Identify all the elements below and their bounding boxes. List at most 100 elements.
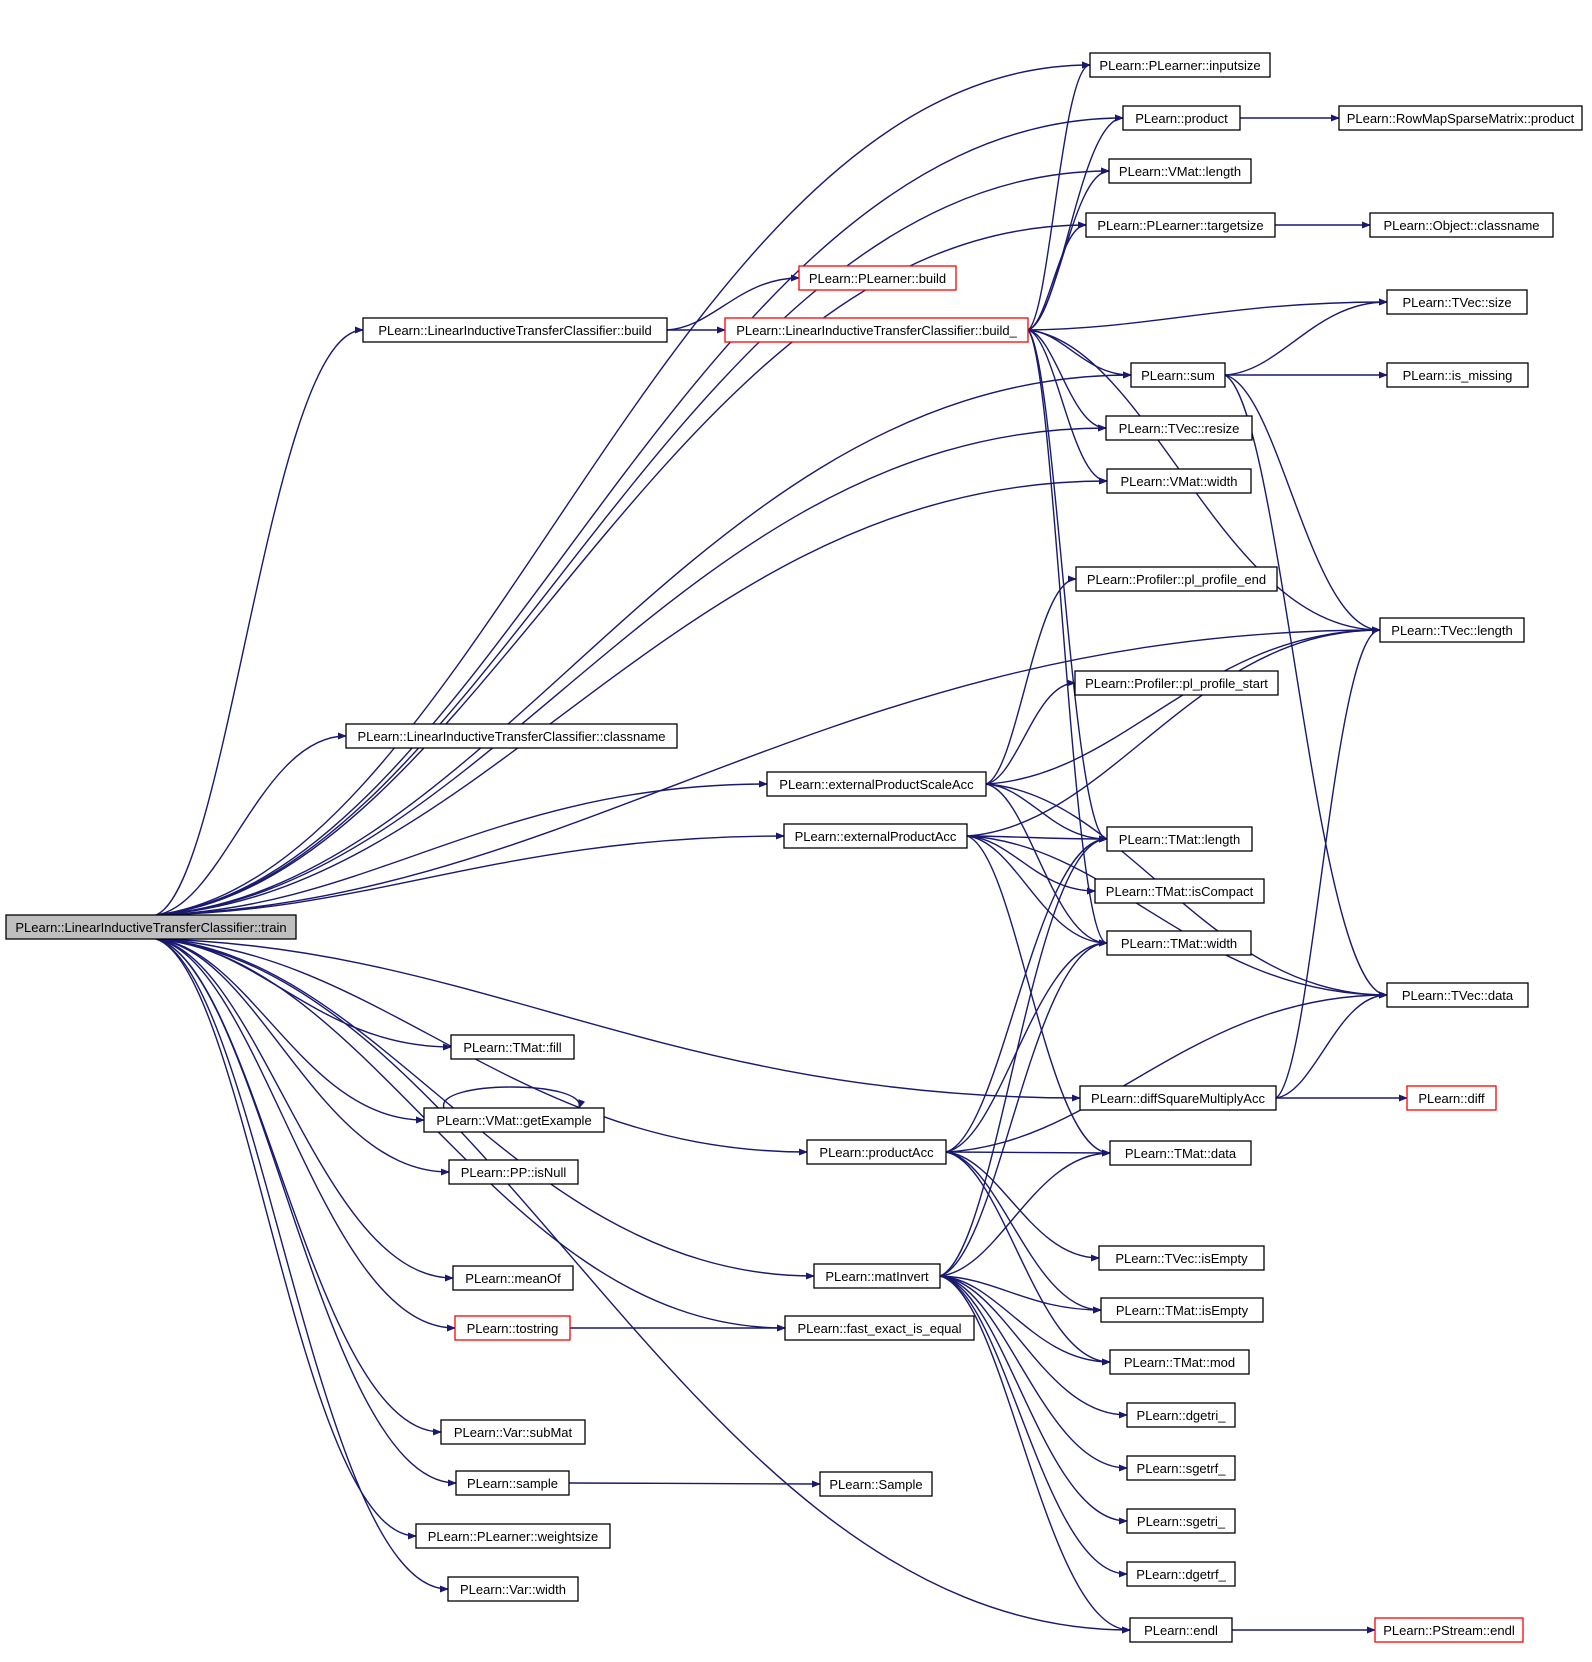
graph-node[interactable]: PLearn::productAcc (806, 1139, 947, 1165)
graph-node[interactable]: PLearn::sum (1130, 362, 1226, 388)
node-box[interactable] (1109, 1140, 1252, 1166)
graph-node[interactable]: PLearn::dgetri_ (1126, 1402, 1236, 1428)
graph-node[interactable]: PLearn::sample (455, 1470, 570, 1496)
node-box[interactable] (1126, 1561, 1236, 1587)
node-box[interactable] (1079, 1085, 1277, 1111)
graph-node[interactable]: PLearn::TMat::mod (1109, 1349, 1250, 1375)
node-box[interactable] (1374, 1617, 1524, 1643)
graph-node[interactable]: PLearn::TVec::size (1386, 289, 1528, 315)
node-box[interactable] (455, 1470, 570, 1496)
graph-node[interactable]: PLearn::TVec::data (1386, 982, 1529, 1008)
graph-node[interactable]: PLearn::Profiler::pl_profile_start (1074, 670, 1279, 696)
graph-node[interactable]: PLearn::LinearInductiveTransferClassifie… (5, 914, 297, 940)
node-box[interactable] (1106, 468, 1252, 494)
node-box[interactable] (1386, 982, 1529, 1008)
node-box[interactable] (448, 1159, 579, 1185)
graph-node[interactable]: PLearn::VMat::getExample (423, 1107, 605, 1133)
graph-node[interactable]: PLearn::RowMapSparseMatrix::product (1338, 105, 1583, 131)
node-box[interactable] (440, 1419, 586, 1445)
graph-node[interactable]: PLearn::is_missing (1386, 362, 1529, 388)
node-box[interactable] (813, 1263, 941, 1289)
graph-node[interactable]: PLearn::PLearner::inputsize (1089, 52, 1271, 78)
graph-node[interactable]: PLearn::diff (1406, 1085, 1497, 1111)
node-box[interactable] (447, 1576, 579, 1602)
node-box[interactable] (819, 1471, 933, 1497)
graph-node[interactable]: PLearn::VMat::length (1108, 158, 1252, 184)
node-box[interactable] (1129, 1617, 1233, 1643)
node-box[interactable] (784, 1315, 975, 1341)
node-box[interactable] (423, 1107, 605, 1133)
node-box[interactable] (1085, 212, 1276, 238)
graph-node[interactable]: PLearn::PStream::endl (1374, 1617, 1524, 1643)
node-box[interactable] (1100, 1297, 1264, 1323)
graph-node[interactable]: PLearn::tostring (454, 1315, 571, 1341)
graph-node[interactable]: PLearn::product (1122, 105, 1241, 131)
node-box[interactable] (1109, 1349, 1250, 1375)
node-box[interactable] (1108, 158, 1252, 184)
node-box[interactable] (1105, 415, 1253, 441)
graph-node[interactable]: PLearn::PLearner::weightsize (415, 1523, 611, 1549)
graph-node[interactable]: PLearn::TMat::length (1106, 826, 1253, 852)
graph-node[interactable]: PLearn::TMat::width (1106, 930, 1252, 956)
graph-node[interactable]: PLearn::externalProductScaleAcc (766, 771, 987, 797)
node-box[interactable] (724, 317, 1029, 343)
graph-node[interactable]: PLearn::VMat::width (1106, 468, 1252, 494)
graph-node[interactable]: PLearn::Var::subMat (440, 1419, 586, 1445)
graph-node[interactable]: PLearn::endl (1129, 1617, 1233, 1643)
node-box[interactable] (1406, 1085, 1497, 1111)
graph-node[interactable]: PLearn::meanOf (452, 1265, 574, 1291)
graph-node[interactable]: PLearn::Profiler::pl_profile_end (1075, 566, 1278, 592)
node-box[interactable] (450, 1034, 575, 1060)
node-box[interactable] (783, 823, 968, 849)
node-box[interactable] (1386, 362, 1529, 388)
node-box[interactable] (1369, 212, 1554, 238)
node-box[interactable] (452, 1265, 574, 1291)
node-box[interactable] (1098, 1245, 1265, 1271)
graph-node[interactable]: PLearn::Object::classname (1369, 212, 1554, 238)
graph-node[interactable]: PLearn::LinearInductiveTransferClassifie… (345, 723, 678, 749)
node-box[interactable] (1106, 930, 1252, 956)
graph-node[interactable]: PLearn::sgetri_ (1126, 1508, 1236, 1534)
graph-node[interactable]: PLearn::dgetrf_ (1126, 1561, 1236, 1587)
graph-node[interactable]: PLearn::TVec::resize (1105, 415, 1253, 441)
node-box[interactable] (1122, 105, 1241, 131)
node-box[interactable] (1089, 52, 1271, 78)
graph-node[interactable]: PLearn::sgetrf_ (1126, 1455, 1236, 1481)
graph-node[interactable]: PLearn::LinearInductiveTransferClassifie… (362, 317, 668, 343)
node-box[interactable] (362, 317, 668, 343)
graph-node[interactable]: PLearn::TMat::isCompact (1094, 878, 1265, 904)
node-box[interactable] (454, 1315, 571, 1341)
graph-node[interactable]: PLearn::Sample (819, 1471, 933, 1497)
node-box[interactable] (1106, 826, 1253, 852)
graph-node[interactable]: PLearn::TMat::isEmpty (1100, 1297, 1264, 1323)
node-box[interactable] (1126, 1402, 1236, 1428)
node-box[interactable] (806, 1139, 947, 1165)
graph-node[interactable]: PLearn::externalProductAcc (783, 823, 968, 849)
node-box[interactable] (1386, 289, 1528, 315)
graph-node[interactable]: PLearn::Var::width (447, 1576, 579, 1602)
graph-node[interactable]: PLearn::matInvert (813, 1263, 941, 1289)
node-box[interactable] (1379, 617, 1525, 643)
node-box[interactable] (1130, 362, 1226, 388)
graph-node[interactable]: PLearn::PLearner::build (798, 265, 957, 291)
node-box[interactable] (415, 1523, 611, 1549)
graph-node[interactable]: PLearn::TMat::data (1109, 1140, 1252, 1166)
node-box[interactable] (1126, 1455, 1236, 1481)
graph-node[interactable]: PLearn::fast_exact_is_equal (784, 1315, 975, 1341)
node-box[interactable] (1094, 878, 1265, 904)
graph-node[interactable]: PLearn::diffSquareMultiplyAcc (1079, 1085, 1277, 1111)
node-box[interactable] (766, 771, 987, 797)
graph-node[interactable]: PLearn::TVec::isEmpty (1098, 1245, 1265, 1271)
graph-node[interactable]: PLearn::PP::isNull (448, 1159, 579, 1185)
graph-node[interactable]: PLearn::TVec::length (1379, 617, 1525, 643)
graph-node[interactable]: PLearn::PLearner::targetsize (1085, 212, 1276, 238)
node-box[interactable] (345, 723, 678, 749)
node-box[interactable] (1075, 566, 1278, 592)
node-box[interactable] (5, 914, 297, 940)
node-box[interactable] (1338, 105, 1583, 131)
node-box[interactable] (1074, 670, 1279, 696)
graph-node[interactable]: PLearn::TMat::fill (450, 1034, 575, 1060)
node-box[interactable] (1126, 1508, 1236, 1534)
graph-node[interactable]: PLearn::LinearInductiveTransferClassifie… (724, 317, 1029, 343)
node-box[interactable] (798, 265, 957, 291)
